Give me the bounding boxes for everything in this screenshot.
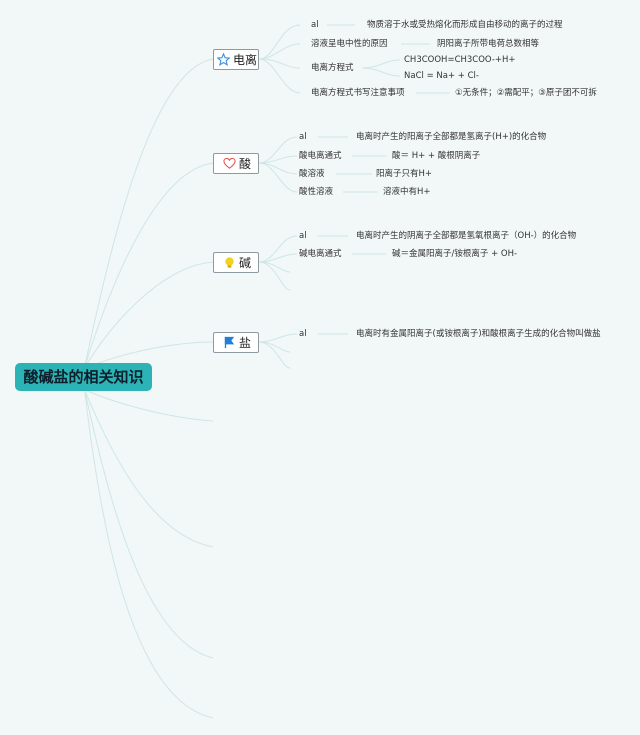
connector-root-yan: [84, 341, 214, 369]
category-label: 酸: [238, 157, 251, 171]
category-label: 碱: [238, 256, 251, 270]
category-yan[interactable]: 盐: [213, 332, 259, 353]
item-label: 酸电离通式: [299, 151, 342, 161]
item-value: ①无条件；②需配平；③原子团不可拆: [455, 88, 597, 98]
category-label: 电离: [232, 53, 257, 67]
category-suan[interactable]: 酸: [213, 153, 259, 174]
star-icon: [216, 53, 230, 66]
item-value: CH3COOH=CH3COO-+H+: [404, 55, 516, 65]
heart-icon: [223, 157, 236, 169]
connector-root-empty-3: [84, 391, 214, 659]
connector-root-empty-4: [84, 392, 214, 719]
root-node[interactable]: 酸碱盐的相关知识: [15, 363, 152, 391]
connector-root-empty-2: [84, 390, 214, 548]
item-value: 阳离子只有H+: [376, 169, 433, 179]
item-label: 酸性溶液: [299, 187, 334, 197]
connector-root-jian: [84, 261, 214, 368]
item-label: al: [299, 132, 307, 142]
item-label: 电离方程式: [311, 63, 354, 73]
item-value: 物质溶于水或受热熔化而形成自由移动的离子的过程: [367, 20, 563, 30]
item-value: 酸＝ H+ + 酸根阴离子: [392, 151, 481, 161]
item-value: NaCl = Na+ + Cl-: [404, 71, 479, 81]
connector-root-empty-1: [84, 389, 214, 422]
item-value: 电离时有金属阳离子(或铵根离子)和酸根离子生成的化合物叫做盐: [356, 329, 601, 339]
item-value: 电离时产生的阳离子全部都是氢离子(H+)的化合物: [356, 132, 547, 142]
item-label: 酸溶液: [299, 169, 325, 179]
category-jian[interactable]: 碱: [213, 252, 259, 273]
item-value: 碱＝金属阳离子/铵根离子 + OH-: [392, 249, 518, 259]
lightbulb-icon: [225, 257, 234, 268]
item-value: 电离时产生的阴离子全部都是氢氧根离子（OH-）的化合物: [356, 231, 577, 241]
category-label: 盐: [238, 336, 251, 350]
item-label: 溶液呈电中性的原因: [311, 39, 388, 49]
item-value: 溶液中有H+: [383, 187, 431, 197]
item-label: al: [299, 231, 307, 241]
category-dianli[interactable]: 电离: [213, 49, 259, 70]
item-label: al: [299, 329, 307, 339]
item-label: al: [311, 20, 319, 30]
flag-icon: [224, 336, 235, 349]
item-label: 电离方程式书写注意事项: [311, 88, 405, 98]
item-label: 碱电离通式: [299, 249, 342, 259]
item-value: 阴阳离子所带电荷总数相等: [437, 39, 540, 49]
connector-root-suan: [84, 162, 214, 367]
connector-root-dianli: [84, 58, 214, 366]
